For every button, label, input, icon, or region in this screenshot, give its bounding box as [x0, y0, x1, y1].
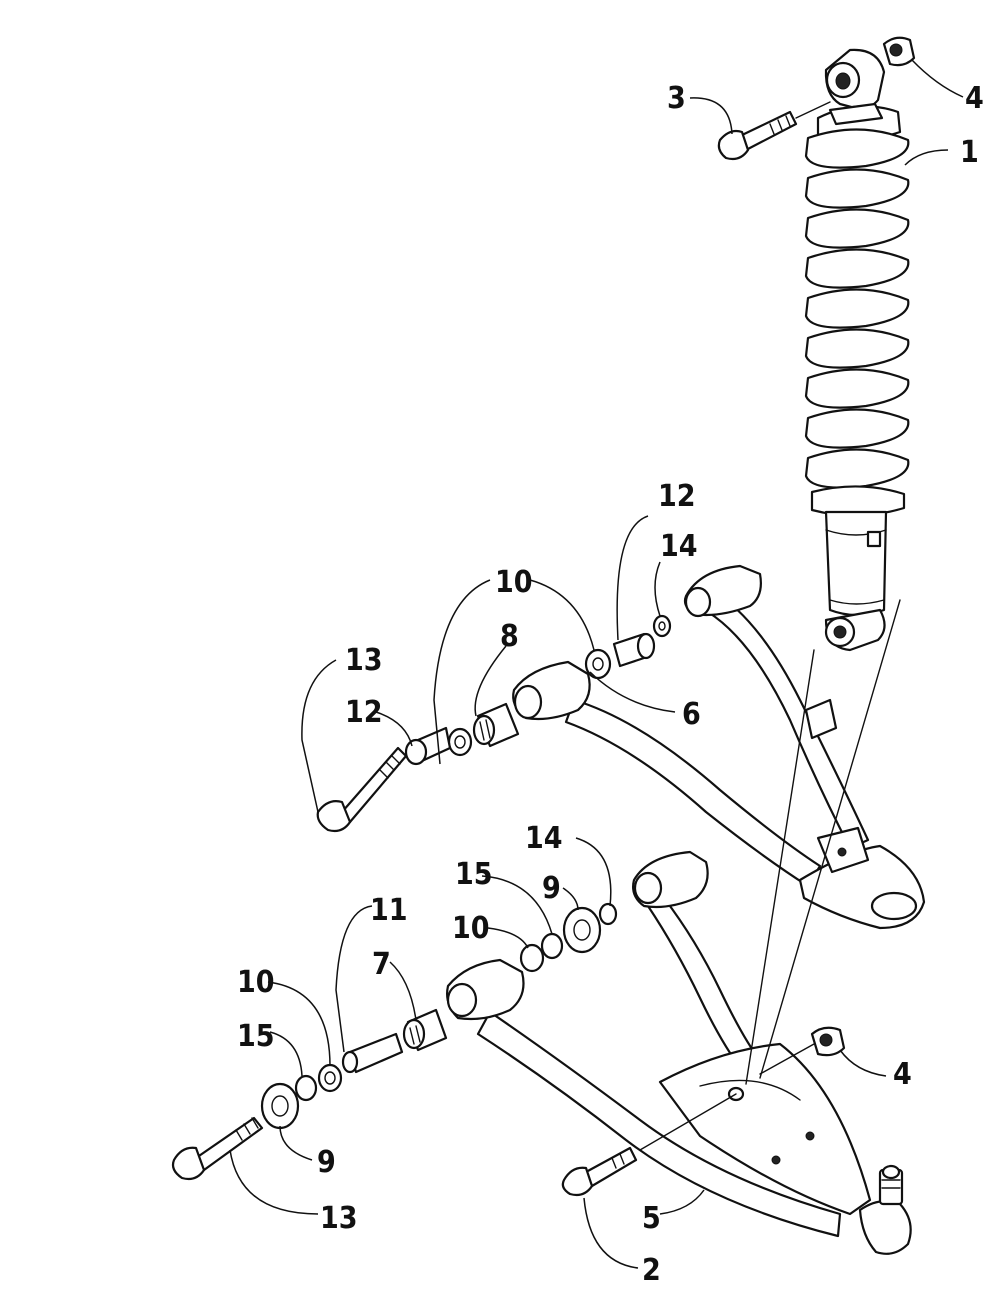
- bolt-lower-arm: [171, 1116, 264, 1181]
- callout-12-left: 12: [345, 695, 383, 730]
- callout-14-upper: 14: [660, 529, 698, 564]
- bolt-lower-shock: [561, 1146, 638, 1197]
- coil-spring: [804, 128, 910, 517]
- lower-arm-hardware: [260, 902, 846, 1130]
- callout-3: 3: [667, 81, 686, 116]
- upper-arm-hardware: [404, 614, 672, 766]
- bolt-upper-arm: [316, 746, 408, 833]
- callout-15-lower-right: 15: [455, 857, 493, 892]
- bolt-upper-shock: [717, 110, 798, 161]
- nut-upper-shock: [882, 36, 916, 67]
- callout-8: 8: [500, 619, 519, 654]
- callout-11: 11: [370, 893, 408, 928]
- callout-5: 5: [642, 1201, 661, 1236]
- callout-7: 7: [372, 947, 391, 982]
- callout-12-right: 12: [658, 479, 696, 514]
- callout-13-upper: 13: [345, 643, 383, 678]
- callout-14-lower: 14: [525, 821, 563, 856]
- lower-a-arm: [446, 850, 912, 1255]
- callout-labels: 1 4 3 12 14 10 8 13 12 6 14 15 9 11 10 7…: [237, 81, 984, 1288]
- callout-6: 6: [682, 697, 701, 732]
- callout-9-left: 9: [317, 1145, 336, 1180]
- callout-2: 2: [642, 1253, 661, 1288]
- callout-13-lower: 13: [320, 1201, 358, 1236]
- upper-a-arm: [512, 564, 926, 930]
- callout-4-top: 4: [965, 81, 984, 116]
- callout-10-upper-right: 10: [495, 565, 533, 600]
- callout-9-right: 9: [542, 871, 561, 906]
- callout-10-lower-right: 10: [452, 911, 490, 946]
- callout-10-lower-left: 10: [237, 965, 275, 1000]
- leader-lines: [229, 59, 964, 1269]
- callout-4-lower: 4: [893, 1057, 912, 1092]
- callout-15-lower-left: 15: [237, 1019, 275, 1054]
- callout-1: 1: [960, 135, 979, 170]
- shock-absorber: [804, 48, 910, 652]
